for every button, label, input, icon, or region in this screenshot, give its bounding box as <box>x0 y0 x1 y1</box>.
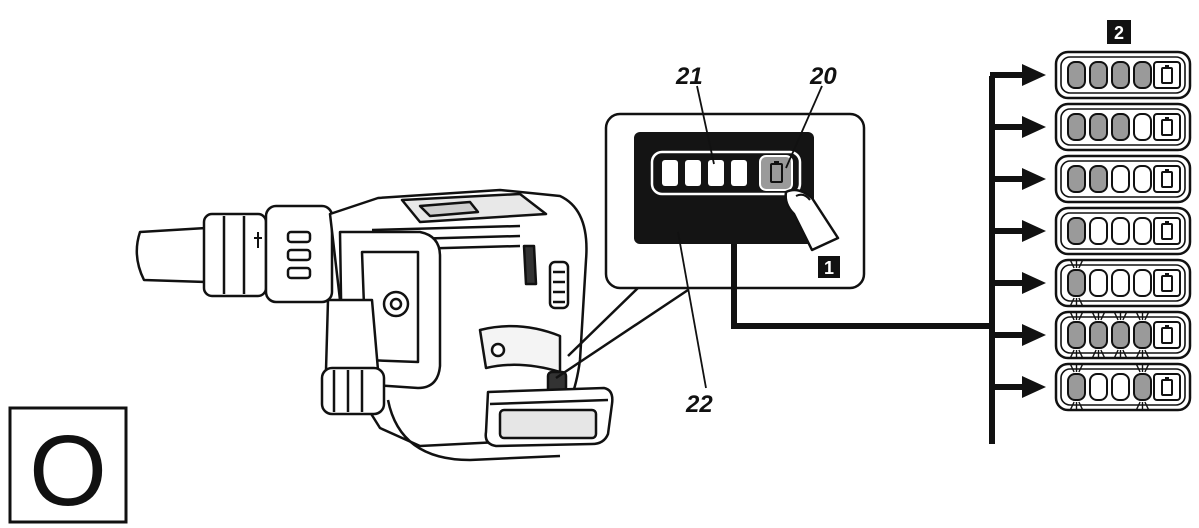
gauge-segment <box>1089 217 1108 245</box>
gauge-segment <box>1067 321 1086 349</box>
state-arrows <box>990 64 1046 398</box>
zoom-panel: 1 <box>604 112 866 290</box>
demolition-hammer-illustration <box>135 188 614 462</box>
gauge-state-5 <box>1054 258 1192 308</box>
panel-fuel-gauge <box>662 160 747 186</box>
gauge-segment <box>1089 321 1108 349</box>
gauge-segment <box>1089 113 1108 141</box>
gauge-segment <box>1133 321 1152 349</box>
gauge-segment <box>1067 269 1086 297</box>
step-badge-2 <box>1107 20 1131 44</box>
gauge-segment <box>1089 373 1108 401</box>
tool-trigger <box>522 244 538 286</box>
state-arrow <box>990 376 1046 398</box>
gauge-segment <box>1111 217 1130 245</box>
gauge-segment <box>1111 321 1130 349</box>
gauge-segment <box>1133 113 1152 141</box>
battery-check-button <box>759 155 793 191</box>
gauge-segment <box>1111 269 1130 297</box>
callout-22-leader <box>677 231 707 389</box>
gauge-segment <box>1067 217 1086 245</box>
gauge-segment <box>1133 217 1152 245</box>
gauge-state-2 <box>1054 102 1192 152</box>
state-arrow <box>990 272 1046 294</box>
gauge-state-7 <box>1054 362 1192 412</box>
gauge-state-6 <box>1054 310 1192 360</box>
state-arrow <box>990 116 1046 138</box>
gauge-state-1 <box>1054 50 1192 100</box>
gauge-segment <box>1133 165 1152 193</box>
zoom-leader-lines <box>555 285 689 380</box>
gauge-segment <box>1111 61 1130 89</box>
gauge-state-3 <box>1054 154 1192 204</box>
finger-icon <box>784 188 840 252</box>
step-badge-2-label: 2 <box>1114 23 1124 43</box>
gauge-segment <box>1067 113 1086 141</box>
gauge-segment <box>1111 113 1130 141</box>
gauge-state-list <box>1054 50 1192 412</box>
tool-grip <box>324 298 380 372</box>
section-letter-box <box>8 406 128 524</box>
section-letter: O <box>29 415 107 527</box>
step-badge-1 <box>818 256 840 278</box>
state-arrow <box>990 324 1046 346</box>
blink-marks <box>1069 259 1084 307</box>
gauge-segment <box>1111 373 1130 401</box>
gauge-segment <box>1089 61 1108 89</box>
gauge-segment <box>1133 269 1152 297</box>
gauge-segment <box>1089 269 1108 297</box>
tool-collar <box>202 212 268 298</box>
gauge-state-4 <box>1054 206 1192 256</box>
state-arrow <box>990 168 1046 190</box>
step-badge-1-label: 1 <box>824 258 834 278</box>
blink-marks <box>1069 311 1084 359</box>
blink-marks <box>1091 311 1106 359</box>
state-arrow <box>990 220 1046 242</box>
blink-marks <box>1113 311 1128 359</box>
gauge-segment <box>1067 61 1086 89</box>
gauge-segment <box>1067 165 1086 193</box>
gauge-segment <box>1133 61 1152 89</box>
callout-20-leader <box>785 85 823 169</box>
callout-22: 22 <box>685 391 713 418</box>
state-connector <box>731 76 995 444</box>
gauge-segment <box>1067 373 1086 401</box>
gauge-segment <box>1111 165 1130 193</box>
gauge-segment <box>1089 165 1108 193</box>
gauge-segment <box>1133 373 1152 401</box>
callout-21: 21 <box>675 63 703 90</box>
callout-20: 20 <box>809 63 837 90</box>
tool-chuck <box>135 226 208 284</box>
state-arrow <box>990 64 1046 86</box>
blink-marks <box>1135 311 1150 359</box>
blink-marks <box>1069 363 1084 411</box>
callout-21-leader <box>696 85 715 165</box>
blink-marks <box>1135 363 1150 411</box>
